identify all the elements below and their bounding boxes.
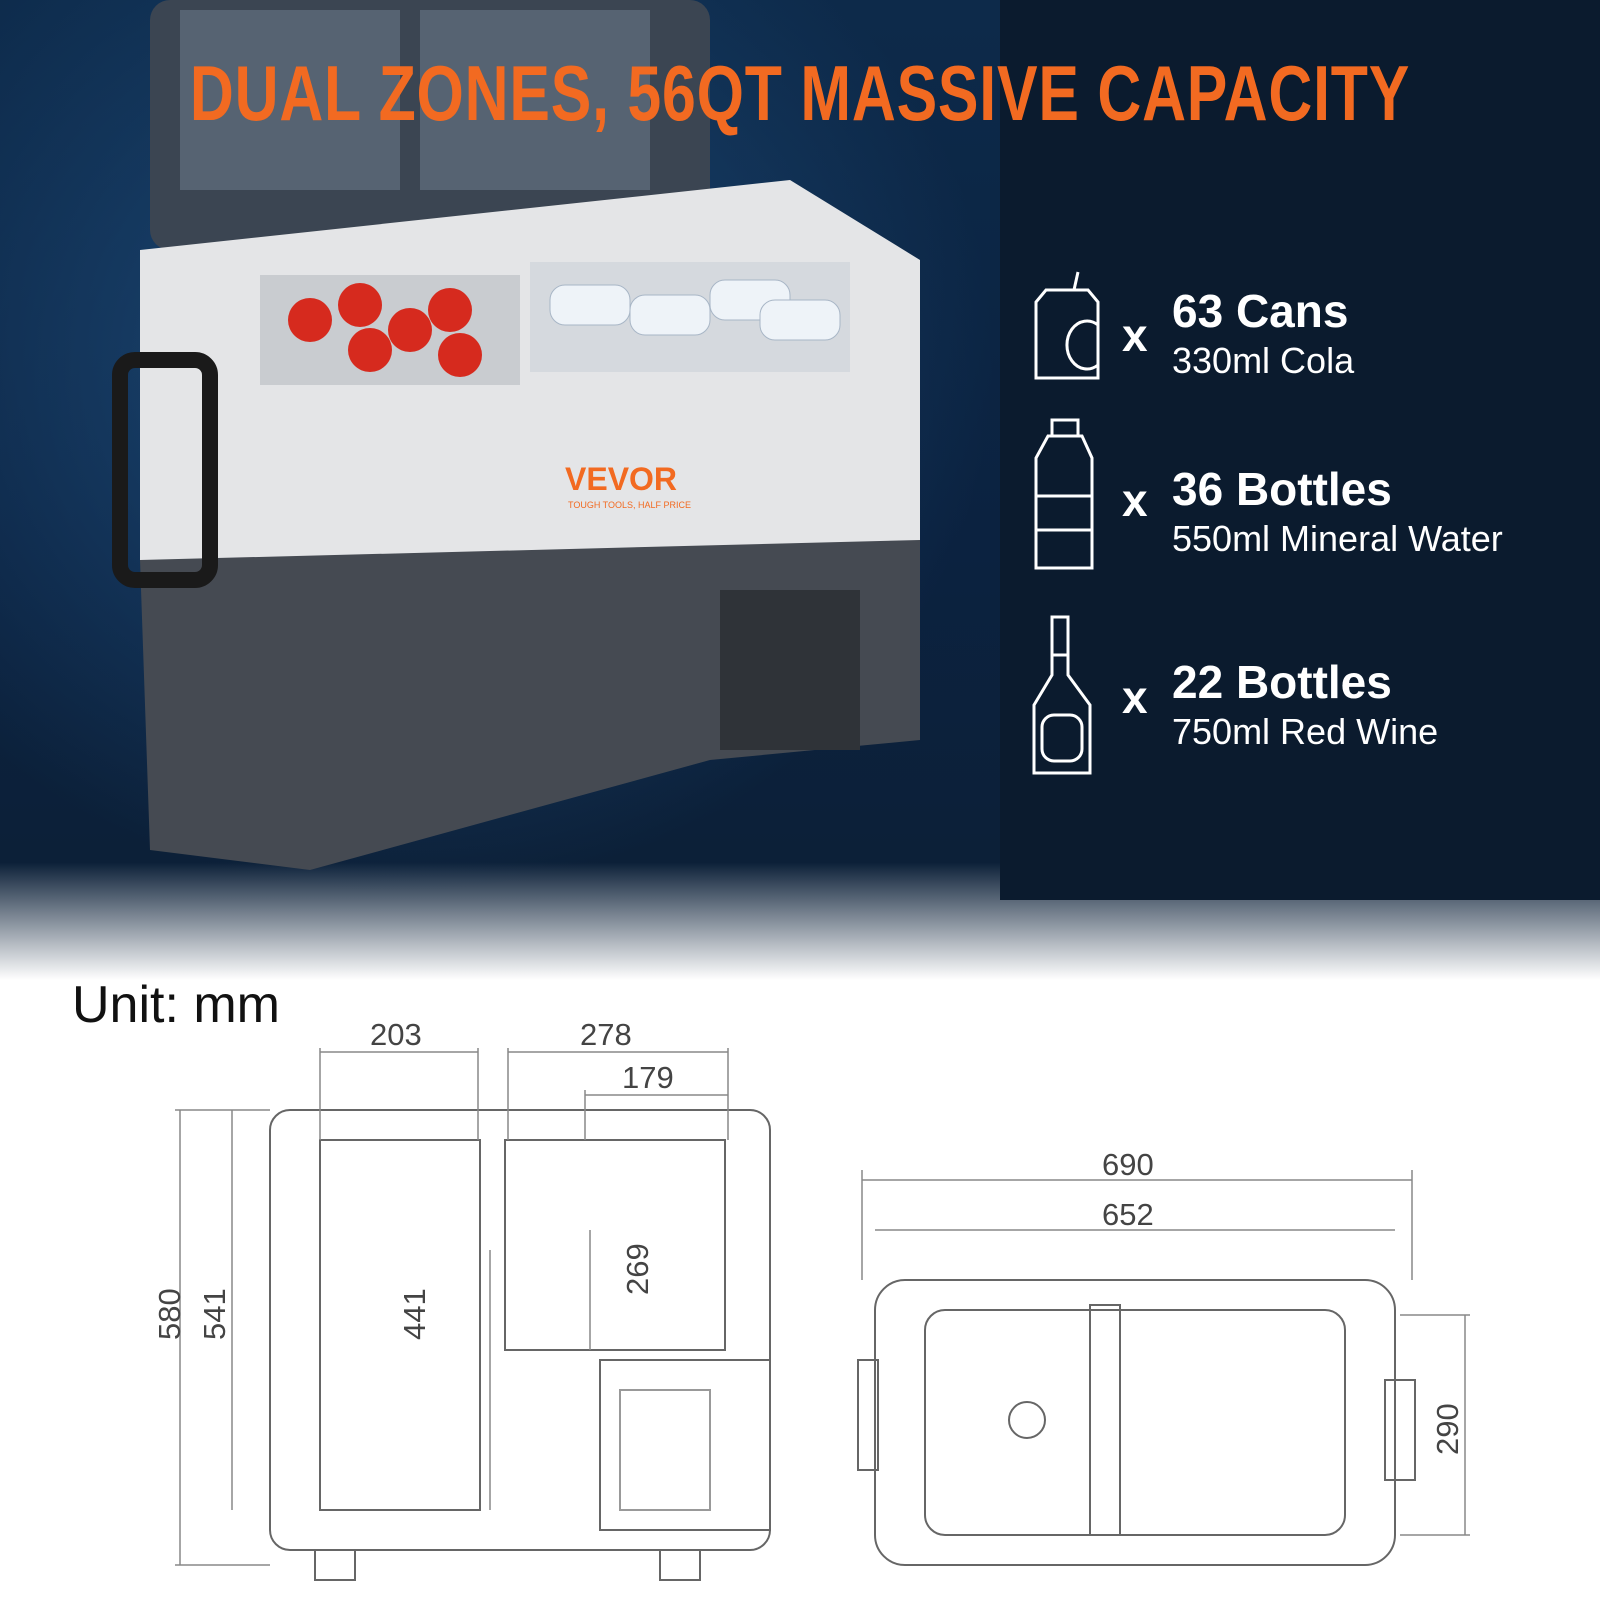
side-handle <box>112 352 218 588</box>
top-view-drawing <box>857 1170 1470 1566</box>
capacity-item-wine: x 22 Bottles 750ml Red Wine <box>1030 615 1590 785</box>
capacity-item-water: x 36 Bottles 550ml Mineral Water <box>1030 418 1590 588</box>
water-bottles <box>549 279 841 341</box>
capacity-count: 63 Cans <box>1172 285 1349 337</box>
wine-bottle-icon <box>1032 615 1092 775</box>
dim-541: 541 <box>197 1288 232 1340</box>
dim-203: 203 <box>370 1017 422 1052</box>
dim-290: 290 <box>1430 1403 1465 1455</box>
dim-580: 580 <box>152 1288 187 1340</box>
headline: DUAL ZONES, 56QT MASSIVE CAPACITY <box>189 49 1411 137</box>
dim-278: 278 <box>580 1017 632 1052</box>
capacity-count: 36 Bottles <box>1172 463 1392 515</box>
can-icon <box>1034 271 1100 380</box>
lid-panel-right <box>420 10 650 190</box>
unit-label: Unit: mm <box>72 976 280 1034</box>
multiplier: x <box>1122 309 1148 361</box>
multiplier: x <box>1122 474 1148 526</box>
capacity-item-cans: x 63 Cans 330ml Cola <box>1030 270 1590 440</box>
brand-logo: VEVOR <box>565 461 677 497</box>
front-view-drawing <box>175 1048 771 1581</box>
cola-cans <box>288 283 482 377</box>
dim-441: 441 <box>397 1288 432 1340</box>
lid-panel-left <box>180 10 400 190</box>
dim-269: 269 <box>620 1243 655 1295</box>
capacity-desc: 750ml Red Wine <box>1172 711 1439 752</box>
vent-grille <box>720 590 860 750</box>
capacity-panel <box>1000 0 1600 900</box>
fridge-product-image: VEVOR TOUGH TOOLS, HALF PRICE <box>112 0 920 870</box>
capacity-desc: 550ml Mineral Water <box>1172 518 1503 559</box>
dim-179: 179 <box>622 1060 674 1095</box>
water-bottle-icon <box>1034 418 1094 570</box>
brand-tagline: TOUGH TOOLS, HALF PRICE <box>568 500 691 510</box>
dim-652: 652 <box>1102 1197 1154 1232</box>
dim-690: 690 <box>1102 1147 1154 1182</box>
capacity-count: 22 Bottles <box>1172 656 1392 708</box>
multiplier: x <box>1122 671 1148 723</box>
dimension-drawings: 203 278 179 580 541 441 269 690 652 290 <box>152 1017 1470 1581</box>
capacity-desc: 330ml Cola <box>1172 340 1355 381</box>
